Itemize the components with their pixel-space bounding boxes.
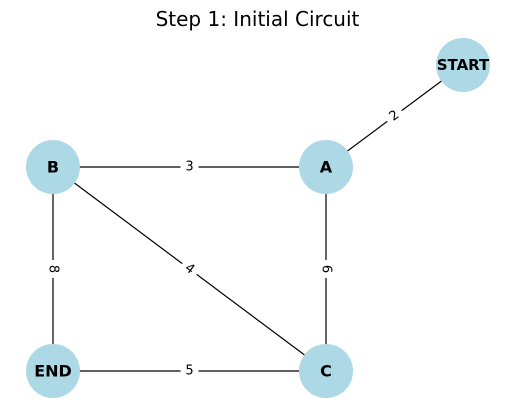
edge-weight-background <box>381 103 408 129</box>
edge-weight-group: 5 <box>180 362 199 380</box>
edge-weight-group: 8 <box>44 260 62 278</box>
edge-weight-background <box>317 260 335 278</box>
node-label-start: START <box>437 56 490 74</box>
edge-labels-layer: 2 3 4 6 8 5 <box>44 103 408 380</box>
diagram-title: Step 1: Initial Circuit <box>155 7 360 31</box>
edge-weight-label: 8 <box>46 265 61 273</box>
node-b <box>26 140 80 194</box>
edge-weight-label: 6 <box>319 265 334 273</box>
edge-weight-background <box>180 362 199 380</box>
edge-weight-group: 6 <box>317 260 335 278</box>
edge-weight-group: 4 <box>176 256 203 282</box>
node-label-b: B <box>47 158 59 177</box>
edge-weight-background <box>176 256 203 282</box>
edge-weight-label: 3 <box>185 160 193 175</box>
node-c <box>299 344 353 398</box>
edge-weight-background <box>180 158 199 176</box>
edge-weight-group: 2 <box>381 103 408 129</box>
node-label-c: C <box>320 362 332 381</box>
node-a <box>299 140 353 194</box>
node-start <box>436 38 490 92</box>
node-label-a: A <box>320 158 333 177</box>
edge-weight-label: 5 <box>185 364 193 379</box>
nodes-layer: START A B C END <box>26 38 490 398</box>
node-label-end: END <box>34 362 72 381</box>
edge-weight-background <box>44 260 62 278</box>
edge-weight-group: 3 <box>180 158 199 176</box>
node-end <box>26 344 80 398</box>
